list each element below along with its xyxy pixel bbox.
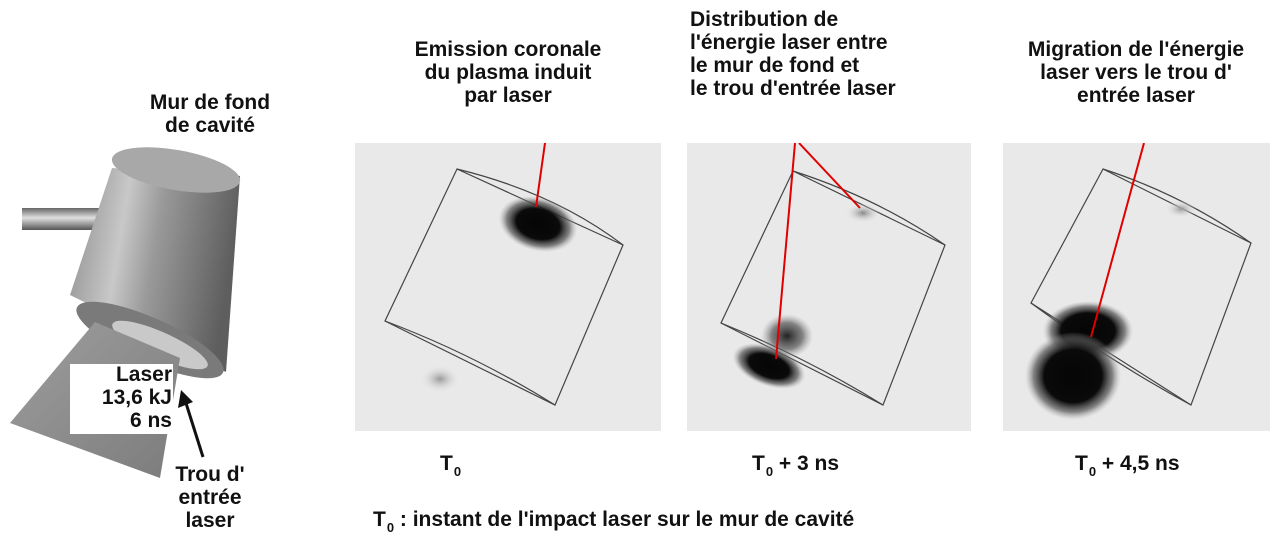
hole-arrow-head [178,390,193,408]
caption-line: Distribution de [690,8,839,31]
panel-caption-t0-plus-3ns: Distribution de l'énergie laser entre le… [690,8,960,100]
panel-image-t0 [355,143,661,431]
time-label-t0-plus-4-5ns: T0 + 4,5 ns [1075,452,1180,479]
caption-line: entrée laser [1077,84,1195,107]
entrance-hole-label-line: Trou d' [175,463,245,486]
caption-line: du plasma induit [424,61,592,84]
emission-spot [498,195,578,253]
cavity-wall-label-line: de cavité [165,114,255,137]
entrance-hole-label-line: laser [185,509,235,532]
annotation-line [1090,143,1145,338]
time-symbol: T [1075,452,1088,475]
entrance-hole [112,320,208,370]
laser-label-box [70,364,173,434]
faint-spot [420,365,460,393]
cavity-top-rim [111,147,241,193]
cavity-wall-label: Mur de fond de cavité [130,91,290,137]
caption-line: par laser [464,84,552,107]
cavity-cylinder [70,168,240,372]
time-suffix: + 4,5 ns [1096,452,1180,475]
time-subscript: 0 [1088,464,1097,479]
time-label-t0: T0 [440,452,462,479]
emission-spot-lower [1025,332,1121,420]
time-label-t0-plus-3ns: T0 + 3 ns [752,452,840,479]
footnote-symbol: T [373,508,386,531]
annotation-line [798,143,861,209]
cavity-outline [720,170,946,406]
laser-label-line: Laser [115,363,172,386]
panel-image-t0-plus-3ns [687,143,971,431]
entrance-hole-label: Trou d' entrée laser [165,463,255,532]
caption-line: laser vers le trou d' [1040,61,1232,84]
footnote: T0 : instant de l'impact laser sur le mu… [373,508,855,535]
panel-caption-t0: Emission coronale du plasma induit par l… [388,38,628,107]
annotation-line [535,143,546,208]
caption-line: le trou d'entrée laser [690,77,896,100]
emission-spot-hole [732,343,806,389]
footnote-text: : instant de l'impact laser sur le mur d… [394,508,855,531]
caption-line: l'énergie laser entre [690,31,888,54]
caption-line: Migration de l'énergie [1027,38,1245,61]
entrance-hole-label-line: entrée [178,486,242,509]
panel-background [355,143,661,431]
laser-label-line: 13,6 kJ [101,386,172,409]
hole-arrow [183,399,205,458]
panel-caption-t0-plus-4-5ns: Migration de l'énergie laser vers le tro… [1003,38,1269,107]
panel-background [687,143,971,431]
panel-image-t0-plus-4-5ns [1003,143,1270,431]
time-symbol: T [440,452,453,475]
time-subscript: 0 [453,464,462,479]
footnote-subscript: 0 [386,520,395,535]
emission-spot-wall [845,203,881,223]
laser-label: Laser 13,6 kJ 6 ns [72,363,172,432]
time-symbol: T [752,452,765,475]
caption-line: Emission coronale [414,38,602,61]
emission-spot-wall [1165,200,1197,218]
annotation-line [775,143,796,360]
cavity-wall-label-line: Mur de fond [149,91,271,114]
caption-line: le mur de fond et [690,54,860,77]
support-rod [22,208,114,230]
time-subscript: 0 [765,464,774,479]
laser-label-line: 6 ns [129,409,172,432]
time-suffix: + 3 ns [773,452,840,475]
